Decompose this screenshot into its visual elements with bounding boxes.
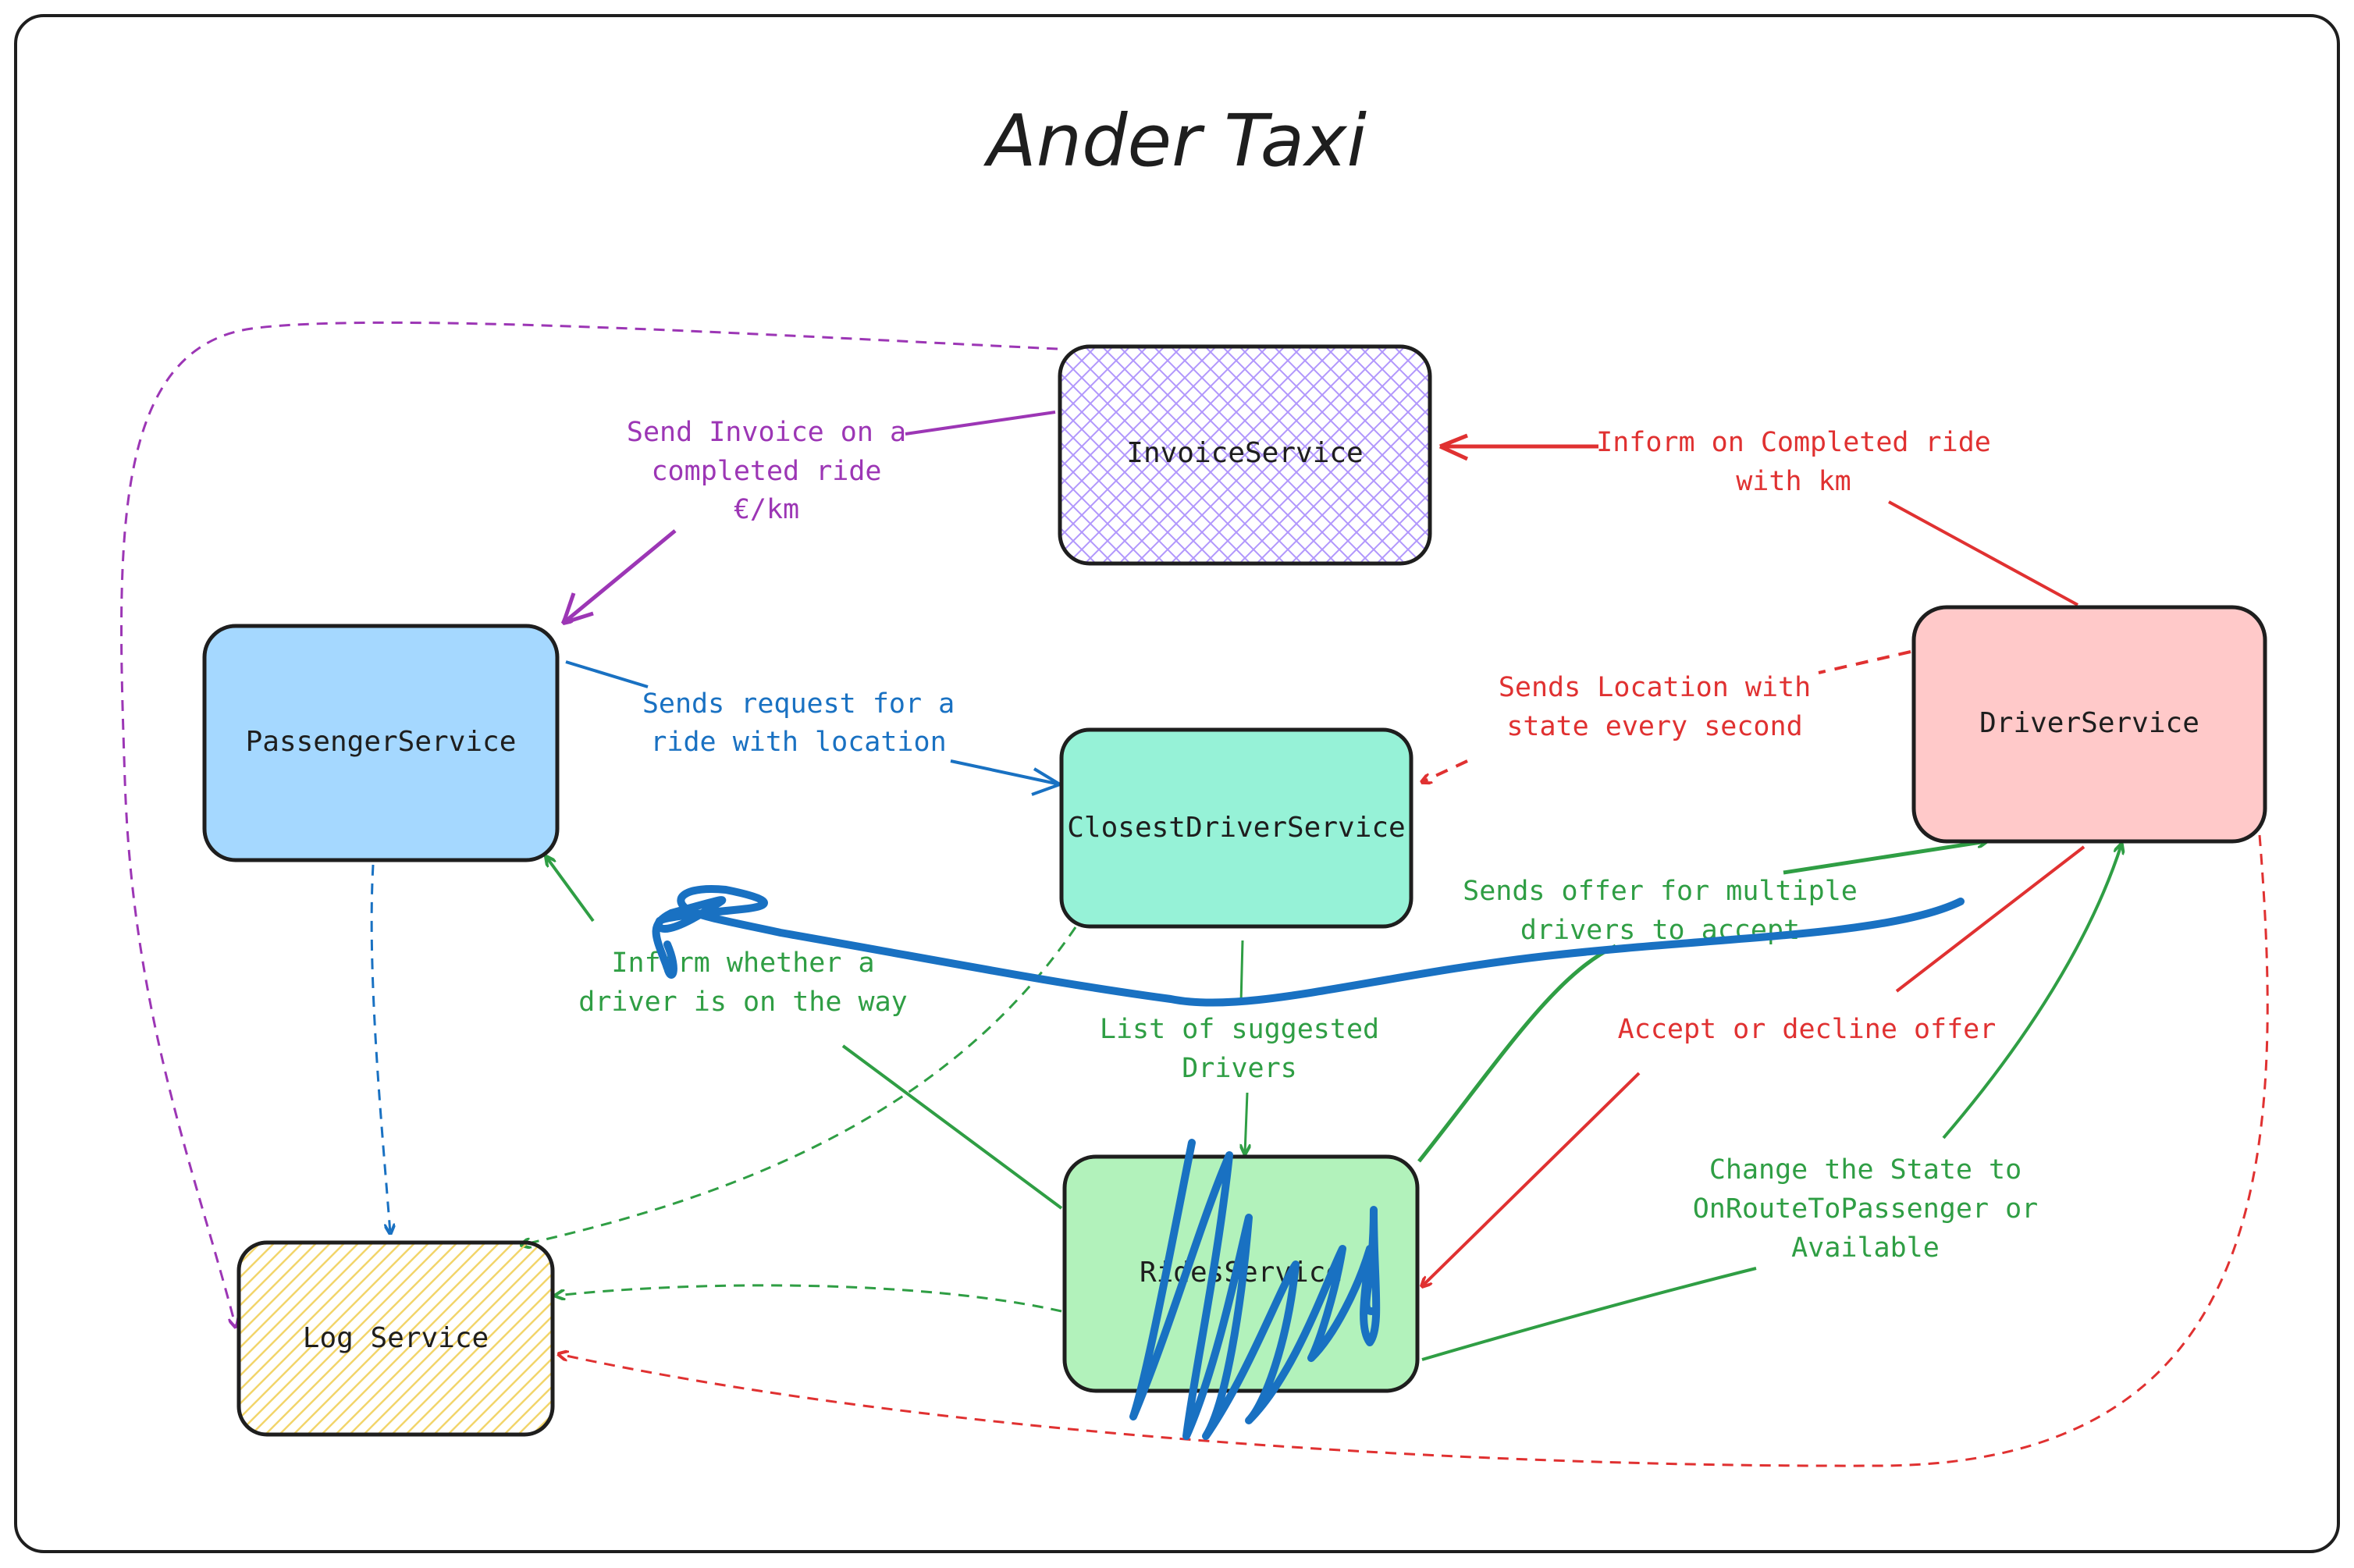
- label-line: ride with location: [650, 727, 946, 758]
- label-line: completed ride: [651, 456, 881, 487]
- freehand-scribble: [1129, 1139, 1381, 1440]
- label-line: Send Invoice on a: [627, 417, 906, 448]
- node-invoice-service: InvoiceService: [1058, 344, 1432, 566]
- edge-invoice-to-passenger: [564, 411, 1056, 623]
- label-line: Inform whether a: [611, 948, 874, 979]
- label-line: Available: [1791, 1232, 1940, 1264]
- label-line: OnRouteToPassenger or: [1693, 1193, 2039, 1225]
- edge-rides-to-log: [556, 1284, 1062, 1313]
- edge-rides-to-driver-state: [1421, 844, 2121, 1361]
- node-log-service: Log Service: [236, 1240, 555, 1437]
- label-sends-location: Sends Location with state every second: [1499, 672, 1811, 742]
- edge-driver-to-rides: [1422, 845, 2086, 1286]
- label-line: Accept or decline offer: [1618, 1014, 1997, 1045]
- edge-driver-to-log: [559, 834, 2269, 1467]
- label-line: Inform on Completed ride: [1596, 427, 1991, 458]
- label-list-suggested: List of suggested Drivers: [1100, 1014, 1379, 1084]
- edge-driver-to-closest: [1422, 650, 1911, 782]
- label-line: €/km: [734, 494, 799, 525]
- label-line: Change the State to: [1709, 1154, 2022, 1186]
- edge-closest-to-rides: [1241, 940, 1247, 1154]
- label-inform-completed: Inform on Completed ride with km: [1596, 427, 1991, 497]
- node-passenger-service: PassengerService: [202, 624, 560, 862]
- label-line: driver is on the way: [578, 987, 907, 1018]
- label-accept-decline: Accept or decline offer: [1618, 1014, 1997, 1045]
- diagram-frame: [14, 14, 2340, 1553]
- edge-closest-to-log: [521, 926, 1077, 1245]
- label-line: Sends request for a: [642, 688, 955, 720]
- edge-rides-to-driver-offer: [1417, 841, 1986, 1163]
- passenger-service-label: PassengerService: [246, 726, 517, 758]
- freehand-stroke: [652, 885, 1965, 1007]
- closest-driver-service-label: ClosestDriverService: [1067, 812, 1405, 844]
- label-line: with km: [1736, 466, 1851, 497]
- label-line: Drivers: [1182, 1053, 1297, 1084]
- label-change-state: Change the State to OnRouteToPassenger o…: [1693, 1154, 2039, 1264]
- edge-invoice-to-log: [120, 321, 1058, 1327]
- label-sends-request: Sends request for a ride with location: [642, 688, 955, 758]
- label-send-invoice: Send Invoice on a completed ride €/km: [627, 417, 906, 525]
- driver-service-label: DriverService: [1979, 707, 2199, 739]
- node-closest-driver-service: ClosestDriverService: [1059, 727, 1413, 929]
- edge-passenger-to-closest: [565, 660, 1061, 796]
- label-line: state every second: [1506, 711, 1802, 742]
- label-line: Sends Location with: [1499, 672, 1811, 703]
- edge-passenger-to-log: [370, 864, 390, 1233]
- invoice-service-label: InvoiceService: [1126, 437, 1363, 469]
- edge-driver-to-invoice: [1438, 433, 2078, 606]
- label-inform-whether: Inform whether a driver is on the way: [578, 948, 907, 1018]
- node-driver-service: DriverService: [1911, 605, 2267, 844]
- edge-rides-to-passenger: [546, 857, 1063, 1210]
- diagram-title: Ander Taxi: [983, 99, 1367, 183]
- label-line: Sends offer for multiple: [1463, 876, 1858, 907]
- label-line: List of suggested: [1100, 1014, 1379, 1045]
- log-service-label: Log Service: [303, 1322, 489, 1354]
